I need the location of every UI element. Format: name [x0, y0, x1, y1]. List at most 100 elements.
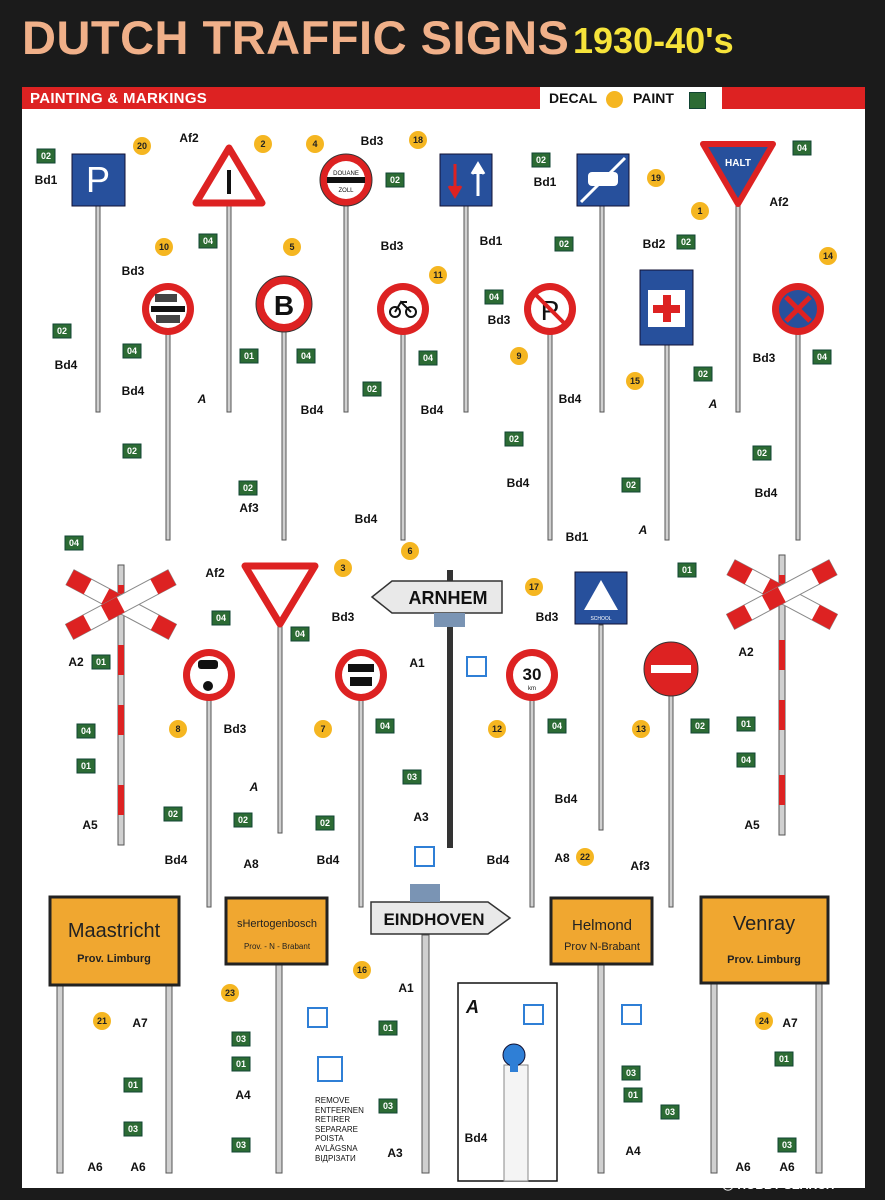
- callout-text: 02: [536, 155, 546, 165]
- sign-no-cars: [576, 153, 630, 207]
- decal-number-marker: [155, 238, 173, 256]
- sign-parking-text: P: [86, 159, 110, 200]
- callout-text: 04: [380, 721, 390, 731]
- callout-text: 01: [128, 1080, 138, 1090]
- paint-code-marker: [315, 815, 335, 831]
- callout-text: A7: [782, 1016, 798, 1030]
- paint-code-marker: [792, 140, 812, 156]
- callout-text: 04: [423, 353, 433, 363]
- callout-text: 02: [367, 384, 377, 394]
- remove-note-line: SEPARARE: [315, 1124, 358, 1134]
- remove-note-line: AVLÄGSNA: [315, 1143, 358, 1153]
- paint-code-marker: [777, 1137, 797, 1153]
- decal-number-marker: [632, 720, 650, 738]
- paint-code-marker: [677, 562, 697, 578]
- sign-eindhoven: EINDHOVEN: [370, 884, 512, 935]
- callout-text: Bd1: [35, 173, 58, 187]
- paint-code-marker: [52, 323, 72, 339]
- callout-text: 02: [698, 369, 708, 379]
- paint-code-marker: [122, 343, 142, 359]
- callout-text: 15: [630, 376, 640, 386]
- sign-maastricht-sub: Prov. Limburg: [77, 953, 151, 965]
- paint-code-marker: [621, 1065, 641, 1081]
- callout-text: 04: [203, 236, 213, 246]
- callout-text: 20: [137, 141, 147, 151]
- callout-text: 14: [823, 251, 833, 261]
- sign-b: B: [255, 275, 313, 333]
- decal-number-marker: [429, 266, 447, 284]
- paint-code-marker: [690, 718, 710, 734]
- paint-code-marker: [231, 1031, 251, 1047]
- callout-text: 8: [175, 724, 180, 734]
- callout-text: A8: [243, 857, 259, 871]
- paint-code-marker: [531, 152, 551, 168]
- callout-text: 01: [244, 351, 254, 361]
- decal-cut-icons: [307, 656, 642, 1082]
- callout-text: A6: [87, 1160, 103, 1174]
- callout-text: 02: [320, 818, 330, 828]
- callout-text: 02: [127, 446, 137, 456]
- paint-code-marker: [504, 431, 524, 447]
- callout-text: Bd4: [421, 403, 444, 417]
- callout-text: A5: [744, 818, 760, 832]
- sign-helmond: Helmond Prov N-Brabant: [549, 896, 654, 966]
- paint-code-marker: [385, 172, 405, 188]
- callout-text: Af3: [630, 859, 650, 873]
- paint-code-marker: [238, 480, 258, 496]
- decal-number-marker: [221, 984, 239, 1002]
- callout-text: 02: [757, 448, 767, 458]
- sign-school-text: SCHOOL: [590, 616, 611, 622]
- sign-venray: Venray Prov. Limburg: [699, 895, 830, 985]
- legend-paint-label: PAINT: [633, 90, 674, 106]
- callout-text: Af2: [769, 195, 789, 209]
- decal-number-marker: [133, 137, 151, 155]
- decal-dot-icon: [606, 91, 623, 108]
- paint-code-marker: [123, 1077, 143, 1093]
- decal-number-marker: [488, 720, 506, 738]
- sign-arnhem-text: ARNHEM: [409, 588, 488, 608]
- callout-text: Bd3: [224, 722, 247, 736]
- callout-text: 10: [159, 242, 169, 252]
- callout-text: 03: [407, 772, 417, 782]
- callout-text: 02: [390, 175, 400, 185]
- callout-text: Bd4: [301, 403, 324, 417]
- sign-one-way: [439, 153, 493, 207]
- sign-halt-text: HALT: [725, 158, 751, 169]
- callout-text: 01: [779, 1054, 789, 1064]
- sign-parking: P: [71, 153, 126, 207]
- callout-text: 01: [236, 1059, 246, 1069]
- legend-decal-label: DECAL: [549, 90, 598, 106]
- callout-text: A2: [738, 645, 754, 659]
- callout-text: A5: [82, 818, 98, 832]
- callout-text: Bd4: [355, 512, 378, 526]
- callout-text: 04: [295, 629, 305, 639]
- paint-code-marker: [736, 716, 756, 732]
- decal-number-marker: [306, 135, 324, 153]
- callout-text: 23: [225, 988, 235, 998]
- sign-school: SCHOOL: [574, 571, 628, 625]
- callout-text: Bd4: [55, 358, 78, 372]
- callout-text: A3: [387, 1146, 403, 1160]
- callout-text: A: [249, 780, 259, 794]
- callout-text: Bd4: [165, 853, 188, 867]
- sign-maastricht-text: Maastricht: [68, 920, 161, 942]
- callout-text: 02: [238, 815, 248, 825]
- decal-number-marker: [169, 720, 187, 738]
- callout-text: 02: [681, 237, 691, 247]
- callout-text: 19: [651, 173, 661, 183]
- sign-no-stopping: [772, 283, 824, 335]
- remove-note-line: REMOVE: [315, 1096, 350, 1105]
- callout-text: Bd4: [122, 384, 145, 398]
- sign-yield: [241, 562, 319, 628]
- callout-text: Bd3: [536, 610, 559, 624]
- decal-number-marker: [93, 1012, 111, 1030]
- paint-code-marker: [76, 723, 96, 739]
- callout-text: A6: [130, 1160, 146, 1174]
- paint-code-marker: [676, 234, 696, 250]
- decal-number-marker: [510, 347, 528, 365]
- callout-text: 04: [216, 613, 226, 623]
- callout-text: 04: [817, 352, 827, 362]
- sign-venray-sub: Prov. Limburg: [727, 954, 801, 966]
- callout-text: 16: [357, 965, 367, 975]
